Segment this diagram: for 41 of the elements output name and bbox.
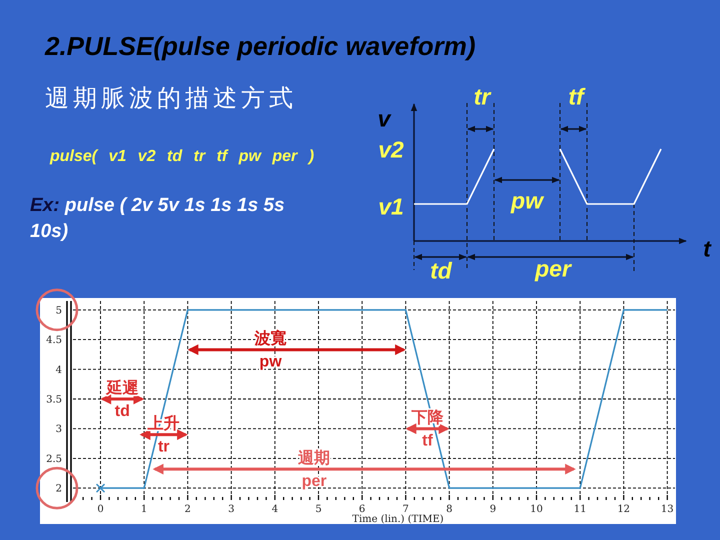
tick-label: 5 bbox=[315, 504, 322, 515]
annotation-label: tf bbox=[422, 432, 433, 450]
tick-label: 1 bbox=[140, 504, 148, 515]
dimension-label: tf bbox=[568, 86, 584, 108]
subtitle: 週期脈波的描述方式 bbox=[45, 84, 297, 113]
tick-label: 3 bbox=[228, 504, 234, 515]
tick-label: 0 bbox=[97, 504, 104, 515]
tick-label: 7 bbox=[402, 504, 409, 515]
level-label: v1 bbox=[378, 196, 404, 218]
syntax-text: pulse( v1 v2 td tr tf pw per ) bbox=[50, 147, 314, 166]
dimension-label: td bbox=[430, 260, 452, 282]
tick-label: 12 bbox=[617, 504, 630, 515]
annotation-label: pw bbox=[259, 354, 282, 371]
dimension-label: per bbox=[535, 258, 571, 280]
level-label: v2 bbox=[378, 138, 404, 162]
axis-label: v bbox=[378, 108, 390, 130]
annotation-label: per bbox=[302, 473, 327, 490]
dimension-label: pw bbox=[511, 190, 543, 212]
tick-label: 3.5 bbox=[46, 394, 62, 406]
tick-label: 13 bbox=[660, 504, 674, 515]
annotation-label: 延遲 bbox=[106, 378, 138, 398]
annotation-label: td bbox=[114, 403, 130, 420]
tick-label: 3 bbox=[56, 424, 62, 436]
tick-label: 5 bbox=[56, 305, 62, 316]
dimension-label: tr bbox=[474, 86, 490, 108]
annotation-label: tr bbox=[158, 438, 170, 456]
tick-label: 4 bbox=[56, 364, 62, 376]
example-text: Ex: pulse ( 2v 5v 1s 1s 1s 5s 10s) bbox=[30, 194, 286, 244]
tick-label: 9 bbox=[490, 504, 496, 515]
axis-label: t bbox=[703, 238, 711, 260]
axis-title: Time (lin.) (TIME) bbox=[352, 514, 444, 525]
tick-label: 4 bbox=[272, 504, 278, 515]
tick-label: 10 bbox=[530, 504, 543, 515]
slide-title: 2.PULSE(pulse periodic waveform) bbox=[45, 32, 476, 61]
tick-label: 6 bbox=[358, 504, 366, 515]
tick-label: 2.5 bbox=[46, 454, 62, 465]
tick-label: 11 bbox=[574, 504, 586, 515]
tick-label: 2 bbox=[56, 484, 62, 495]
tick-label: 2 bbox=[184, 504, 191, 515]
tick-label: 4.5 bbox=[46, 335, 62, 346]
tick-label: 8 bbox=[446, 504, 452, 515]
